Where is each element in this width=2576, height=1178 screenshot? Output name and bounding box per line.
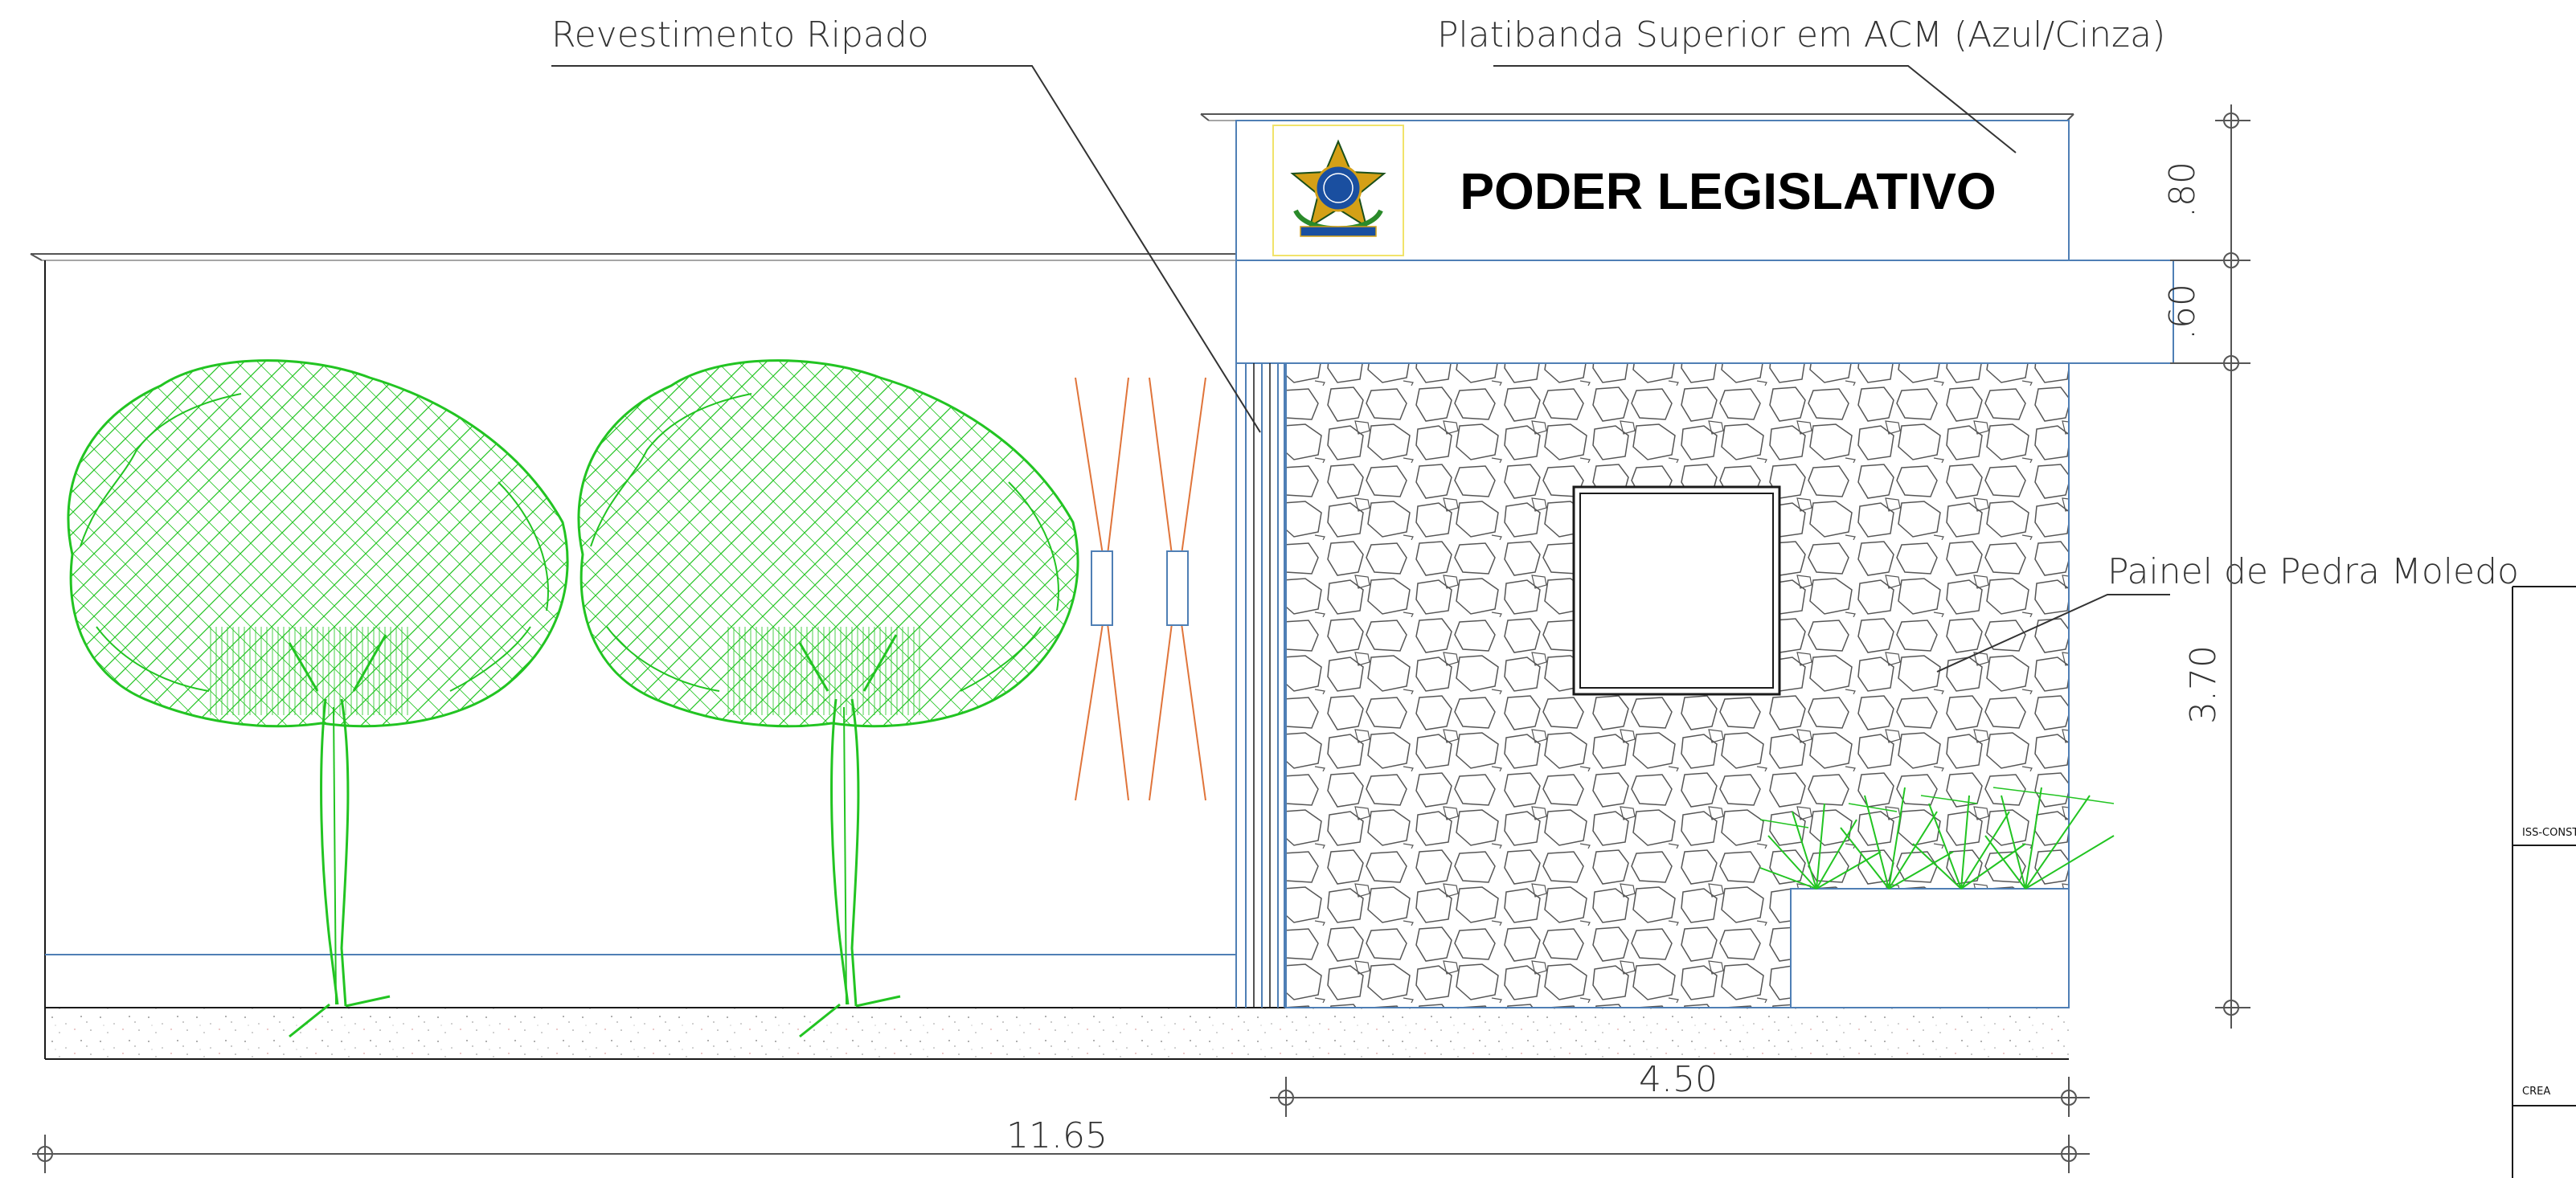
tree-right <box>577 359 1079 1038</box>
ripado-cladding <box>1235 363 1285 1008</box>
light-beam <box>1149 623 1173 801</box>
title-block-field-2: CREA <box>2522 1086 2550 1098</box>
light-fixture <box>1166 550 1189 626</box>
tree-drip-hatch <box>209 627 410 715</box>
light-beam <box>1181 623 1206 801</box>
light-beam <box>1075 377 1104 555</box>
tree-trunk-line <box>333 706 337 1005</box>
sign-title: PODER LEGISLATIVO <box>1460 162 1996 220</box>
dim-total-tick-right <box>2061 1135 2077 1173</box>
title-block-field-1: ISS-CONST <box>2522 827 2576 839</box>
seal-center <box>1314 164 1362 212</box>
shrub <box>1984 787 2115 890</box>
label-revestimento-ripado: Revestimento Ripado <box>551 14 929 55</box>
dim-total-tick-left <box>37 1135 53 1173</box>
platibanda-cap-right <box>2066 113 2074 121</box>
left-wall-cap <box>30 253 43 261</box>
dim-building-tick-right <box>2061 1077 2077 1117</box>
tree-canopy <box>67 359 569 728</box>
dim-tick-band-top <box>2170 252 2250 268</box>
leader-platibanda <box>1493 65 2017 153</box>
label-platibanda-superior: Platibanda Superior em ACM (Azul/Cinza) <box>1437 14 2165 55</box>
title-block: ISS-CONST CREA <box>2512 586 2576 1178</box>
window-inner <box>1579 493 1774 689</box>
horizontal-dimensions: 4.50 11.65 <box>32 1059 2090 1173</box>
platibanda-band <box>1235 260 2174 364</box>
seal-center-ring <box>1323 173 1354 203</box>
tree-left <box>67 359 569 1038</box>
ground-strip <box>45 1008 2069 1059</box>
national-seal <box>1272 125 1404 256</box>
wall-light-left <box>1075 377 1129 801</box>
light-beam <box>1107 377 1129 555</box>
dim-building-tick-left <box>1278 1077 1294 1117</box>
vertical-dimensions: .80 .60 3.70 <box>2162 104 2250 1029</box>
tree-canopy <box>577 359 1079 728</box>
dim-total-width: 11.65 <box>1006 1115 1108 1156</box>
planter-shrubs <box>1759 787 2115 890</box>
shrub <box>1912 795 2026 890</box>
dim-platibanda-height: .80 <box>2162 162 2203 218</box>
shrub <box>1759 803 1882 890</box>
dim-tick-band-bottom <box>2170 355 2250 371</box>
light-beam <box>1075 623 1104 801</box>
tree-drip-hatch <box>723 627 924 715</box>
tree-canopy-foliage <box>80 393 549 692</box>
dim-building-width: 4.50 <box>1639 1059 1718 1100</box>
dim-tick-bottom <box>2215 1000 2250 1016</box>
wall-light-right <box>1149 377 1206 801</box>
light-beam <box>1181 377 1206 555</box>
light-fixture <box>1091 550 1113 626</box>
tree-trunk <box>288 634 391 1038</box>
annotations: Revestimento Ripado Platibanda Superior … <box>551 14 2519 673</box>
platibanda-cap-left <box>1200 113 1210 121</box>
light-beam <box>1107 623 1129 801</box>
leader-painel <box>1936 594 2170 673</box>
left-wall <box>30 253 1236 1059</box>
label-painel-pedra: Painel de Pedra Moledo <box>2107 551 2519 592</box>
tree-trunk-line <box>843 706 847 1005</box>
dim-band-height: .60 <box>2162 284 2203 340</box>
shrub-leaves <box>1759 787 2115 828</box>
planter <box>1790 888 2070 1008</box>
seal-ribbon <box>1300 226 1377 237</box>
dim-wall-height: 3.70 <box>2183 645 2224 724</box>
dim-tick-top <box>2215 112 2250 129</box>
ground <box>45 1007 2069 1060</box>
leader-revestimento <box>551 65 1261 433</box>
shrub <box>1840 787 1954 890</box>
tree-trunk <box>798 634 901 1038</box>
light-beam <box>1149 377 1173 555</box>
tree-canopy-foliage <box>590 393 1059 692</box>
building: PODER LEGISLATIVO <box>1200 113 2174 1008</box>
